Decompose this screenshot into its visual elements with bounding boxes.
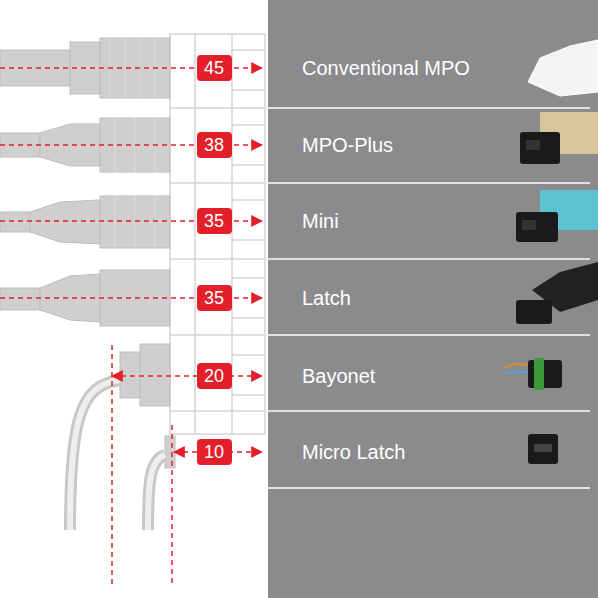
connector-name: Conventional MPO (302, 56, 470, 80)
connector-name: Latch (302, 286, 351, 310)
connector-name: MPO-Plus (302, 133, 393, 157)
dimension-badge: 20 (197, 363, 232, 389)
connector-name: Micro Latch (302, 440, 405, 464)
dimension-badge: 10 (197, 439, 232, 465)
dimension-value: 45 (204, 58, 225, 78)
dimension-value: 20 (204, 366, 225, 386)
dimension-badge: 35 (197, 285, 232, 311)
dimension-badge: 45 (197, 55, 232, 81)
dimension-badge: 35 (197, 208, 232, 234)
connector-name: Mini (302, 209, 339, 233)
connector-name: Bayonet (302, 364, 375, 388)
dimension-value: 35 (204, 288, 225, 308)
dimension-value: 10 (204, 442, 225, 462)
dimension-value: 38 (204, 135, 225, 155)
dimension-badge: 38 (197, 132, 232, 158)
dimension-value: 35 (204, 211, 225, 231)
